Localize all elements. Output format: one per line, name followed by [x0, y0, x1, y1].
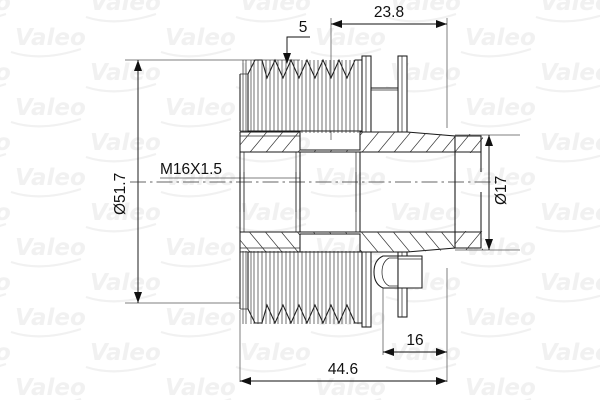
watermark-text: Valeo	[315, 375, 386, 400]
watermark-text: Valeo	[15, 305, 86, 331]
retaining-clip	[373, 255, 423, 289]
arrowhead-right	[436, 348, 447, 356]
watermark-text: Valeo	[315, 165, 386, 191]
bore-lower	[239, 172, 456, 233]
watermark-text: Valeo	[0, 270, 11, 296]
watermark-text: Valeo	[390, 340, 461, 366]
dimension-outer-diameter: Ø51.7	[112, 60, 142, 303]
rim-section-hatch-lower	[242, 251, 359, 324]
arrowhead-down	[134, 292, 142, 303]
arrowhead-up	[485, 135, 493, 146]
watermark-text: Valeo	[0, 60, 11, 86]
arrowhead-up	[134, 60, 142, 71]
arrowhead-left	[383, 348, 394, 356]
watermark-text: Valeo	[0, 0, 11, 16]
watermark-text: Valeo	[15, 235, 86, 261]
dimension-label-groove-count: 5	[299, 19, 308, 36]
pulley-cross-section	[130, 55, 500, 328]
dimension-shaft-length: 16	[383, 332, 447, 356]
watermark-text: Valeo	[465, 305, 536, 331]
arrowhead-left	[240, 377, 251, 385]
dimension-label-overall-length: 44.6	[328, 361, 358, 378]
watermark-text: Valeo	[165, 375, 236, 400]
hub-post-right	[397, 55, 408, 134]
dimension-groove-count: 5	[283, 19, 310, 64]
arrowhead-down	[485, 239, 493, 250]
dimension-label-outer-diameter: Ø51.7	[112, 173, 129, 215]
watermark-text: Valeo	[390, 0, 461, 16]
watermark-text: Valeo	[540, 200, 600, 226]
section-hatch-shaft-upper	[455, 134, 483, 153]
watermark-text: Valeo	[15, 25, 86, 51]
dimension-label-shaft-length: 16	[406, 332, 423, 349]
watermark-text: Valeo	[165, 235, 236, 261]
watermark-text: Valeo	[15, 375, 86, 400]
watermark-text: Valeo	[540, 0, 600, 16]
watermark-text: Valeo	[240, 0, 311, 16]
watermark-text: Valeo	[465, 25, 536, 51]
dimension-overall-length: 44.6	[240, 361, 447, 385]
pulley-rim-upper	[239, 58, 363, 133]
watermark-text: Valeo	[15, 165, 86, 191]
arrowhead-right	[436, 20, 447, 28]
section-hatch-shaft-lower	[455, 231, 483, 250]
watermark-text: Valeo	[465, 95, 536, 121]
watermark-text: Valeo	[540, 270, 600, 296]
annotation-label-thread-spec: M16X1.5	[160, 161, 222, 178]
watermark-text: Valeo	[240, 200, 311, 226]
pulley-rim-lower	[239, 251, 363, 325]
watermark-text: Valeo	[465, 375, 536, 400]
arrowhead-left	[331, 20, 342, 28]
watermark-text: Valeo	[465, 165, 536, 191]
dimension-label-hub-length: 23.8	[374, 4, 404, 21]
watermark-text: Valeo	[540, 60, 600, 86]
hub-post-left-lower	[361, 251, 372, 328]
dimension-hub-length: 23.8	[331, 4, 447, 28]
watermark-text: Valeo	[90, 130, 161, 156]
arrowhead-leader-down	[283, 53, 291, 64]
watermark-text: Valeo	[165, 25, 236, 51]
annotation-thread-spec: M16X1.5	[160, 161, 300, 179]
hub-post-left	[361, 55, 372, 134]
watermark-text: Valeo	[165, 305, 236, 331]
rim-section-hatch-upper	[242, 60, 359, 133]
watermark-text: Valeo	[90, 60, 161, 86]
watermark-text: Valeo	[15, 95, 86, 121]
watermark-text: Valeo	[0, 130, 11, 156]
dimension-label-bore-diameter: Ø17	[493, 176, 510, 205]
watermark-text: Valeo	[240, 340, 311, 366]
watermark-text: Valeo	[165, 95, 236, 121]
arrowhead-right	[436, 377, 447, 385]
dimension-bore-diameter: Ø17	[485, 135, 510, 250]
hub-posts-upper	[361, 55, 408, 134]
watermark-text: Valeo	[540, 130, 600, 156]
watermark-text: Valeo	[0, 340, 11, 366]
watermark-text: Valeo	[390, 200, 461, 226]
watermark-text: Valeo	[90, 200, 161, 226]
watermark-text: Valeo	[315, 25, 386, 51]
watermark-text: Valeo	[90, 340, 161, 366]
watermark-text: Valeo	[0, 200, 11, 226]
watermark-text: Valeo	[540, 340, 600, 366]
watermark-text: Valeo	[90, 270, 161, 296]
watermark-text: Valeo	[90, 0, 161, 16]
